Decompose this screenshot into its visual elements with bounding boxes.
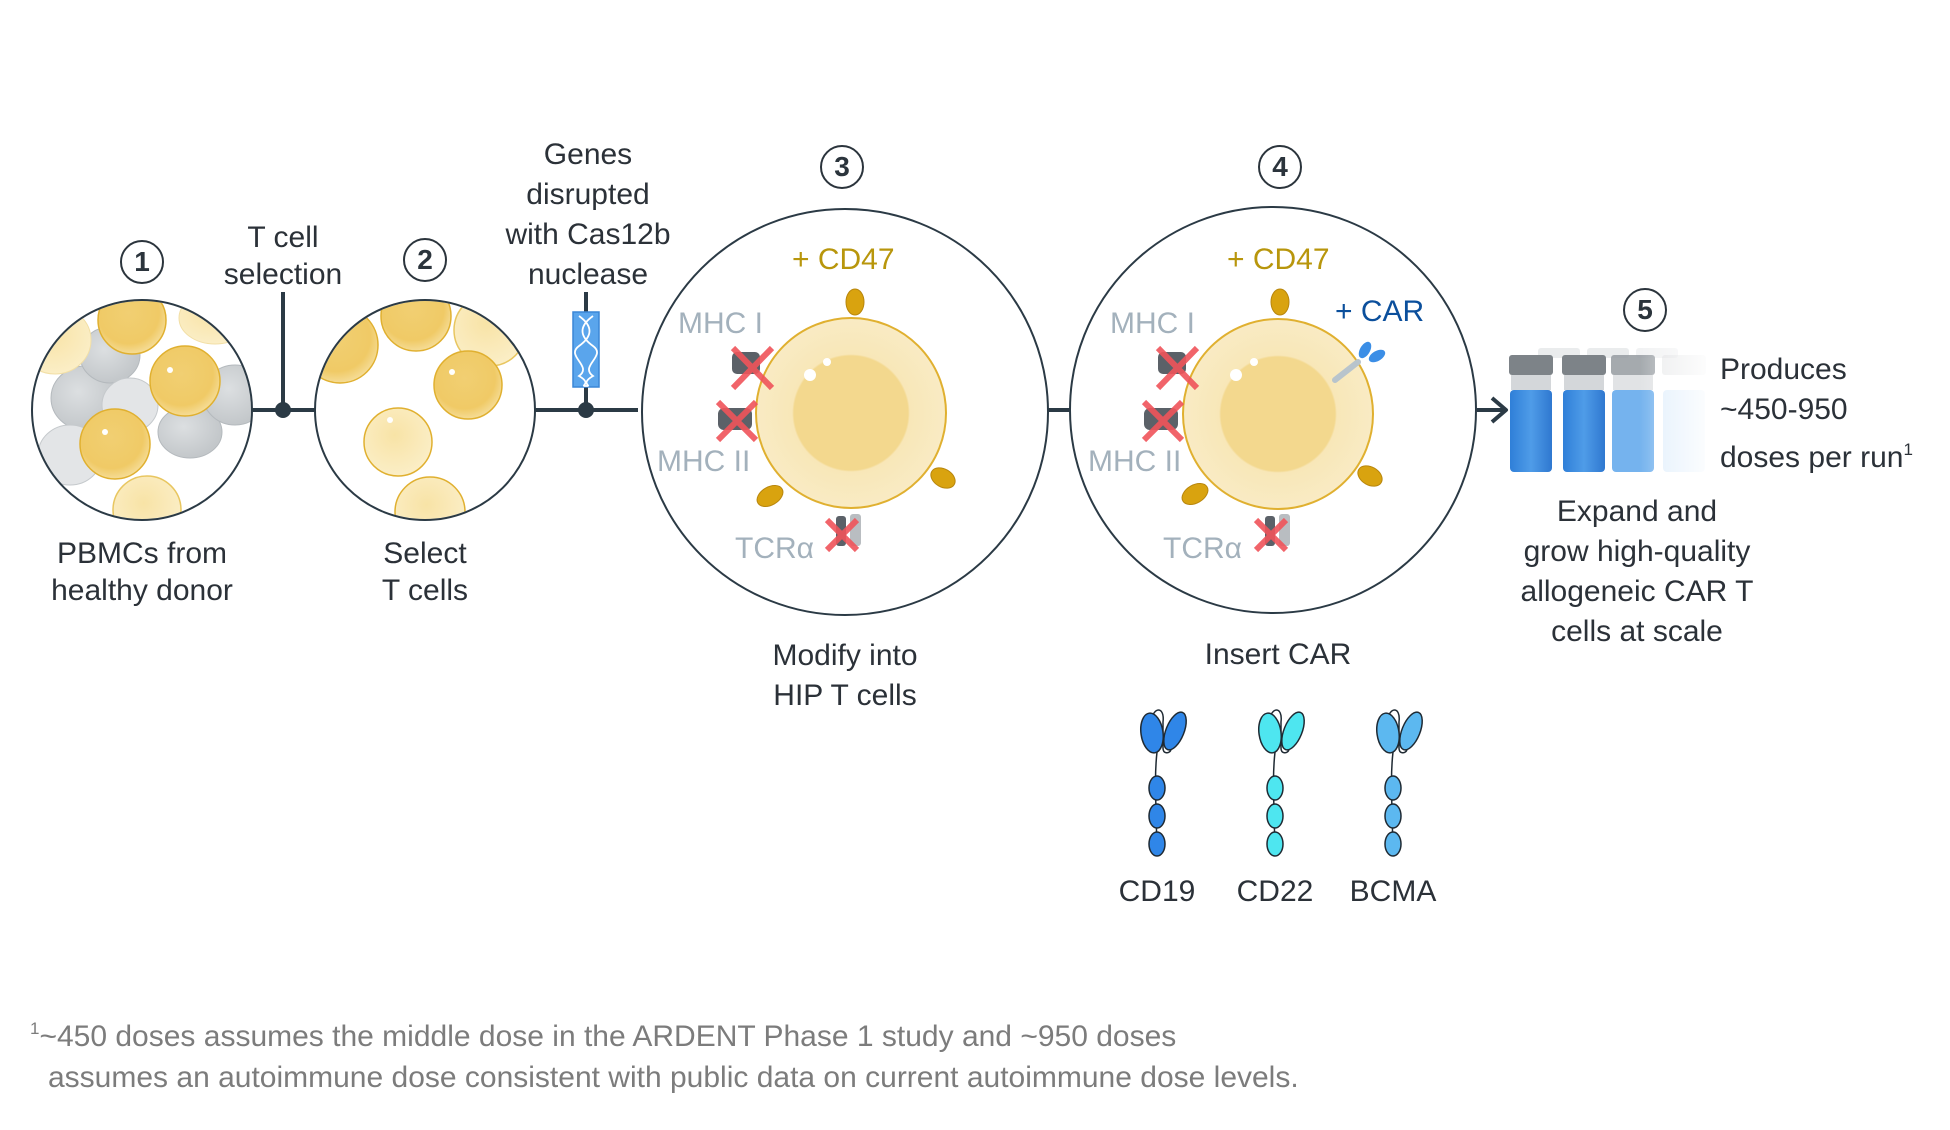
mhc1-knockout: [730, 345, 775, 391]
car-molecule-cd19-icon: [1140, 709, 1187, 857]
mhc2-label-step3: MHC II: [657, 445, 751, 478]
tcra-label-step4: TCRα: [1163, 532, 1242, 565]
mhc1-label-step3: MHC I: [678, 307, 763, 340]
step-4-caption: Insert CAR: [1204, 638, 1352, 671]
car-molecule-bcma-icon: [1376, 709, 1423, 857]
step-badge-3: 3: [820, 145, 864, 189]
cd47-label-step4: + CD47: [1227, 243, 1330, 276]
step-5-caption: Expand and grow high-quality allogeneic …: [1520, 495, 1754, 648]
car-label-step4: + CAR: [1335, 295, 1425, 328]
car-target-label-cd19: CD19: [1118, 875, 1196, 908]
t-cells-circle: [314, 299, 536, 521]
dose-output-text: Produces ~450-950 doses per run1: [1720, 353, 1913, 474]
step-2-caption: Select T cells: [381, 537, 469, 607]
car-molecule-cd22-icon: [1258, 709, 1305, 857]
dna-icon: [572, 311, 600, 388]
cd47-protein-icon: [1181, 288, 1383, 505]
step-1-caption: PBMCs from healthy donor: [51, 537, 233, 607]
car-receptor-icon: [1332, 341, 1386, 383]
gene-disruption-label: Genes disrupted with Cas12b nuclease: [505, 138, 671, 291]
mhc2-label-step4: MHC II: [1088, 445, 1182, 478]
step-3-caption: Modify into HIP T cells: [772, 639, 918, 712]
car-target-label-bcma: BCMA: [1349, 875, 1437, 908]
tcra-knockout: [824, 514, 861, 553]
car-target-label-cd22: CD22: [1236, 875, 1314, 908]
step-badge-5: 5: [1623, 288, 1667, 332]
vials-icon: [1509, 345, 1715, 480]
mhc2-knockout: [715, 399, 759, 443]
cd47-label-step3: + CD47: [792, 243, 895, 276]
t-cell-selection-node: [275, 402, 291, 418]
footnote-marker: 1: [1903, 440, 1913, 459]
cd47-protein-icon: [756, 288, 956, 507]
mhc1-knockout: [1155, 345, 1200, 391]
arrow-to-vials: [1477, 396, 1508, 424]
mhc2-knockout: [1141, 399, 1185, 443]
gene-disruption-node: [578, 402, 594, 418]
mhc1-label-step4: MHC I: [1110, 307, 1195, 340]
step-badge-1: 1: [120, 240, 164, 284]
pbmc-circle: [31, 299, 253, 521]
hip-cell-circle: [641, 208, 1049, 616]
step-badge-4: 4: [1258, 145, 1302, 189]
tcra-label-step3: TCRα: [735, 532, 814, 565]
step-badge-2: 2: [403, 238, 447, 282]
footnote: 1~450 doses assumes the middle dose in t…: [30, 1019, 1299, 1094]
tcra-knockout: [1253, 514, 1290, 553]
t-cell-selection-label: T cell selection: [223, 221, 343, 291]
car-cell-circle: [1069, 206, 1477, 614]
car-molecules: [1140, 709, 1423, 857]
